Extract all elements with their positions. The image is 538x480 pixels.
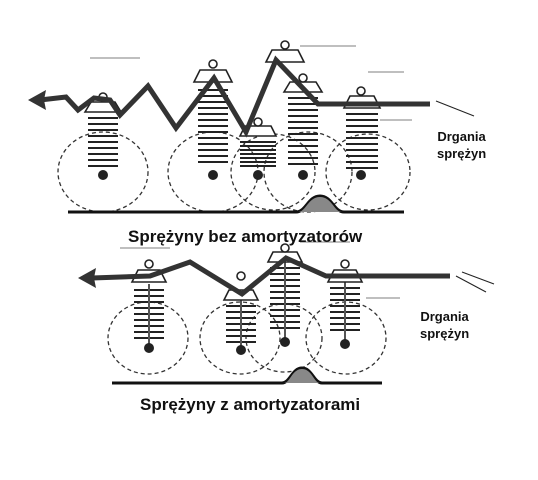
mount-bolt	[144, 259, 154, 269]
pointer-line-bottom	[461, 271, 495, 285]
spring	[198, 89, 228, 163]
vibration-label-line: Drgania	[420, 309, 469, 324]
road-bump-bottom	[284, 369, 320, 383]
dampers-bottom	[148, 262, 346, 348]
mount-bolt	[236, 271, 246, 281]
axle	[356, 170, 366, 180]
mounts-top	[83, 40, 382, 137]
pointer-line-top	[435, 100, 475, 117]
springs-bottom	[134, 267, 360, 343]
axle	[144, 343, 154, 353]
axle	[280, 337, 290, 347]
mount-bolt	[208, 59, 218, 69]
spring	[88, 117, 118, 167]
oscillation-line-top	[39, 55, 430, 138]
springs-top	[88, 89, 378, 169]
axle	[98, 170, 108, 180]
pointer-line-bottom	[455, 275, 487, 293]
mount-bolt	[253, 117, 263, 127]
panel-no-dampers	[28, 40, 475, 214]
road-bottom	[112, 366, 382, 385]
wheel	[230, 133, 316, 211]
mount-bolt	[340, 259, 350, 269]
vibration-label-bottom: Drgania sprężyn	[420, 308, 469, 342]
spring	[346, 113, 378, 169]
spring	[240, 141, 276, 167]
oscillation-line-bottom	[91, 255, 450, 298]
panel-title-no-dampers: Sprężyny bez amortyzatorów	[128, 227, 363, 246]
axle	[208, 170, 218, 180]
mount-bolt	[298, 73, 308, 83]
panel-title-with-dampers: Sprężyny z amortyzatorami	[140, 395, 361, 414]
road-bump-top	[298, 197, 342, 212]
motion-streaks-bottom	[120, 241, 400, 299]
mount-bolt	[280, 40, 290, 50]
mount	[264, 49, 306, 63]
arrow-head-bottom	[78, 268, 96, 288]
panel-with-dampers	[78, 241, 495, 385]
vibration-label-line: Drgania	[437, 129, 486, 144]
road-top	[68, 194, 404, 214]
vibration-label-top: Drgania sprężyn	[437, 128, 486, 162]
axles-bottom	[144, 337, 350, 355]
motion-streaks-top	[90, 45, 412, 121]
mount-bolt	[356, 86, 366, 96]
arrow-head-top	[28, 90, 46, 110]
axle	[253, 170, 263, 180]
axle	[340, 339, 350, 349]
axle	[236, 345, 246, 355]
vibration-label-line: sprężyn	[437, 146, 487, 161]
wheel	[325, 133, 411, 211]
axle	[298, 170, 308, 180]
spring	[288, 97, 318, 165]
mount-bolt	[280, 243, 290, 253]
axles-top	[98, 170, 366, 180]
vibration-label-line: sprężyn	[420, 326, 470, 341]
